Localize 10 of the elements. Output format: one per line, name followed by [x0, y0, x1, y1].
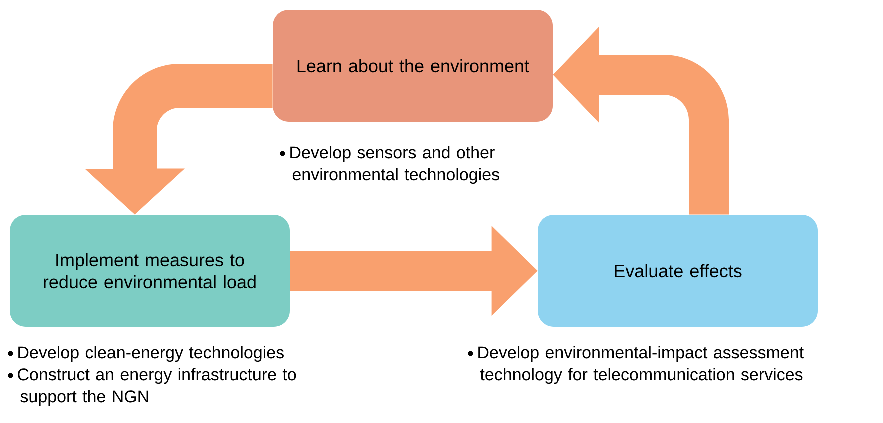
arrow	[85, 64, 273, 215]
bullet-item: Develop sensors and other environmental technologies	[280, 146, 500, 184]
process-box: Evaluate effects	[538, 215, 818, 327]
arrow	[290, 226, 538, 316]
process-box: Implement measures to reduce environmental load	[10, 215, 290, 327]
bullet-item: Construct an energy infrastructure to support the NGN	[8, 368, 296, 406]
process-box: Learn about the environment	[273, 10, 553, 122]
bullet-item: Develop environmental-impact assessment technology for telecommunication services	[468, 346, 804, 384]
bullet-item: Develop clean-energy technologies	[8, 346, 284, 362]
arrow	[553, 27, 729, 215]
